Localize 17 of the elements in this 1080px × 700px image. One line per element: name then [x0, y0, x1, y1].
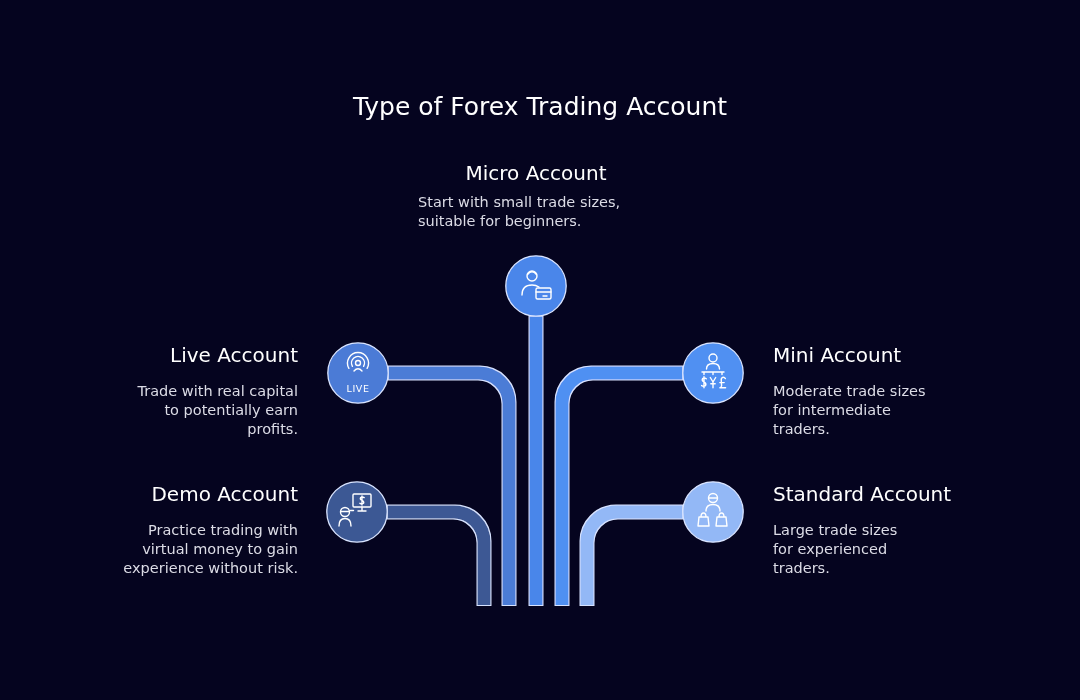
account-heading: Mini Account: [773, 343, 902, 367]
title: Type of Forex Trading Account: [351, 92, 729, 122]
connector-line: [387, 505, 491, 605]
connector-line: [555, 366, 683, 605]
connector-line: [529, 316, 543, 605]
account-description: Moderate trade sizes for intermediate traders.: [773, 382, 927, 439]
account-description: Start with small trade sizes, suitable for beginners.: [418, 193, 622, 231]
connector-line: [388, 366, 516, 605]
account-description: Trade with real capital to potentially earn profits.: [136, 382, 298, 439]
account-heading: Standard Account: [773, 482, 952, 506]
account-heading: Demo Account: [151, 482, 298, 506]
account-description: Practice trading with virtual money to gain experience without risk.: [122, 521, 298, 578]
account-description: Large trade sizes for experienced traders.: [773, 521, 899, 578]
live-tag: LIVE: [346, 382, 370, 394]
account-heading: Micro Account: [464, 161, 608, 185]
connector-line: [580, 505, 683, 605]
account-heading: Live Account: [170, 343, 298, 367]
